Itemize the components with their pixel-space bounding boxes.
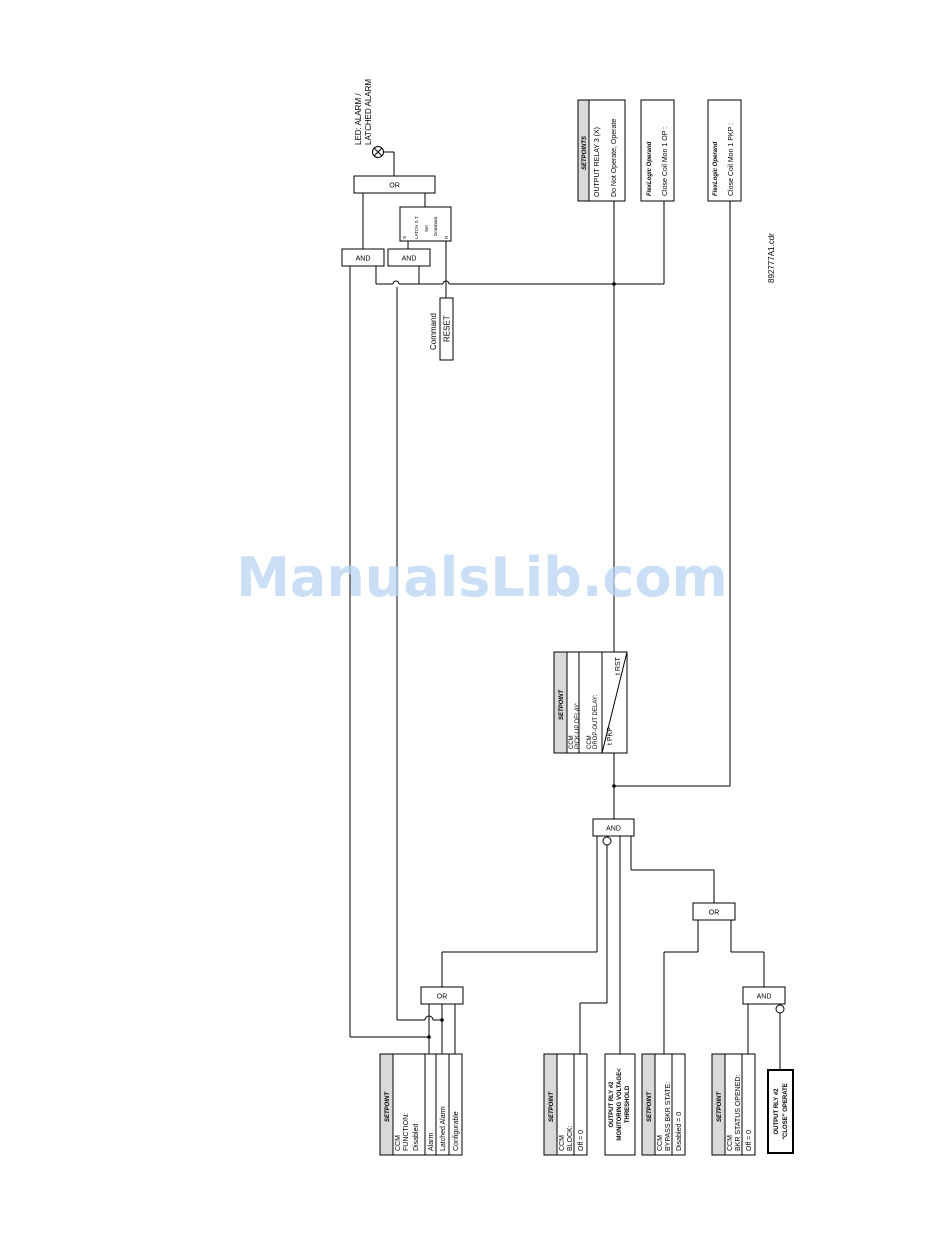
- and-gate-top-right-label: AND: [402, 256, 417, 263]
- block-line: CCM: [559, 1135, 566, 1151]
- and-gate-mid-label: AND: [606, 826, 621, 833]
- timer-setpoint: SETPOINT CCM PICK-UP DELAY: CCM DROP-OUT…: [553, 651, 628, 754]
- setpoint-block: SETPOINT CCM BLOCK: Off = 0: [543, 1053, 588, 1156]
- close-operate-line2: "CLOSE" OPERATE: [783, 1083, 789, 1140]
- and-gate-bottom: AND: [742, 986, 786, 1014]
- and-gate-top-left-label: AND: [356, 256, 371, 263]
- function-line: FUNCTION:: [403, 1113, 410, 1151]
- junction-dot: [612, 784, 616, 788]
- setpoint-function: SETPOINT CCM FUNCTION: Disabled Alarm La…: [379, 1053, 463, 1156]
- bypass-line: BYPASS BKR STATE:: [665, 1082, 672, 1151]
- junction-dot: [440, 1018, 444, 1022]
- reset-box-label: RESET: [443, 315, 452, 342]
- bkr-setpoint-title: SETPOINT: [717, 1091, 723, 1122]
- setpoint-bypass: SETPOINT CCM BYPASS BKR STATE: Disabled …: [641, 1053, 686, 1156]
- operate-options-line: Do Not Operate, Operate: [611, 119, 618, 197]
- flexlogic-operand-pkp: FlexLogic Operand Close Coil Mon 1 PKP :: [707, 99, 742, 202]
- latch-block: LATCH S T Set Dominant S R: [399, 206, 452, 242]
- or-gate-top-label: OR: [389, 183, 400, 190]
- command-reset: RESET Command: [429, 297, 454, 361]
- function-line: Latched Alarm: [440, 1106, 447, 1151]
- block-line: Off = 0: [578, 1130, 585, 1151]
- timer-line2: PICK-UP DELAY:: [575, 702, 581, 749]
- setpoints-title: SETPOINTS: [582, 136, 588, 170]
- and-gate-top-right: AND: [387, 248, 431, 267]
- watermark: ManualsLib.com: [236, 546, 728, 609]
- or-gate-mid: OR: [692, 902, 736, 921]
- bypass-line: Disabled = 0: [676, 1112, 683, 1151]
- bkr-line: Off = 0: [746, 1130, 753, 1151]
- and-gate-top-left: AND: [341, 248, 385, 267]
- or-gate-top: OR: [353, 175, 436, 194]
- output-relay-line: OUTPUT RELAY 3 (X): [594, 127, 601, 197]
- flexlogic-operand-op: FlexLogic Operand Close Coil Mon 1 OP :: [640, 99, 675, 202]
- file-reference: 892777A1.cdr: [767, 233, 776, 283]
- timer-line1: CCM: [569, 735, 575, 749]
- command-label: Command: [429, 313, 438, 350]
- monitoring-voltage-box: OUTPUT RLY #2 MONITORING VOLTAGE< THRESH…: [604, 1053, 636, 1156]
- timer-line4: DROP-OUT DELAY:: [593, 695, 599, 749]
- flexlogic-op-title: FlexLogic Operand: [647, 141, 653, 196]
- or-gate-mid-label: OR: [709, 910, 720, 917]
- latch-r-label: R: [444, 235, 449, 239]
- function-line: CCM: [395, 1135, 402, 1151]
- junction-dots: [427, 282, 616, 1039]
- bkr-line: CCM: [727, 1135, 734, 1151]
- or-gate-bottom-label: OR: [437, 994, 448, 1001]
- setpoint-bkr-status: SETPOINT CCM BKR STATUS OPENED: Off = 0: [711, 1053, 756, 1156]
- setpoints-output-relay: SETPOINTS OUTPUT RELAY 3 (X) Do Not Oper…: [577, 99, 626, 202]
- function-line: Alarm: [428, 1133, 435, 1151]
- wires: [349, 151, 781, 1070]
- and-gate-mid: AND: [592, 818, 635, 846]
- bypass-setpoint-title: SETPOINT: [647, 1091, 653, 1122]
- and-gate-bottom-label: AND: [757, 994, 772, 1001]
- or-gate-bottom: OR: [420, 986, 464, 1005]
- timer-line3: CCM: [587, 735, 593, 749]
- inverter-bubble-icon: [602, 836, 612, 846]
- function-setpoint-title: SETPOINT: [385, 1091, 391, 1122]
- monitor-line1: OUTPUT RLY #2: [609, 1081, 615, 1128]
- led-label-line2: LATCHED ALARM: [364, 79, 373, 145]
- timer-tpkp: t PKP: [607, 727, 614, 745]
- block-setpoint-title: SETPOINT: [549, 1091, 555, 1122]
- latch-label-line3: Dominant: [433, 216, 438, 236]
- led-label-line1: LED: ALARM /: [354, 93, 363, 145]
- bkr-line: BKR STATUS OPENED:: [735, 1075, 742, 1151]
- bypass-line: CCM: [657, 1135, 664, 1151]
- latch-label-line2: Set: [424, 224, 429, 232]
- timer-trst: t RST: [615, 656, 622, 675]
- led-indicator: LED: ALARM / LATCHED ALARM: [354, 79, 384, 158]
- flexlogic-pkp-value: Close Coil Mon 1 PKP :: [728, 123, 735, 196]
- junction-dot: [612, 282, 616, 286]
- close-operate-box: OUTPUT RLY #2 "CLOSE" OPERATE: [767, 1069, 794, 1154]
- function-line: Configurable: [453, 1111, 460, 1151]
- function-line: Disabled: [413, 1124, 420, 1151]
- latch-label-line1: LATCH S T: [414, 216, 419, 239]
- inverter-bubble-icon: [775, 1004, 785, 1014]
- flexlogic-pkp-title: FlexLogic Operand: [713, 141, 719, 196]
- latch-s-label: S: [402, 236, 407, 239]
- timer-setpoint-title: SETPOINT: [559, 689, 565, 720]
- close-operate-line1: OUTPUT RLY #2: [774, 1088, 780, 1135]
- flexlogic-op-value: Close Coil Mon 1 OP :: [662, 127, 669, 196]
- monitor-line2: MONITORING VOLTAGE<: [617, 1068, 623, 1141]
- monitor-line3: THRESHOLD: [625, 1085, 631, 1123]
- block-line: BLOCK:: [567, 1125, 574, 1151]
- junction-dot: [427, 1035, 431, 1039]
